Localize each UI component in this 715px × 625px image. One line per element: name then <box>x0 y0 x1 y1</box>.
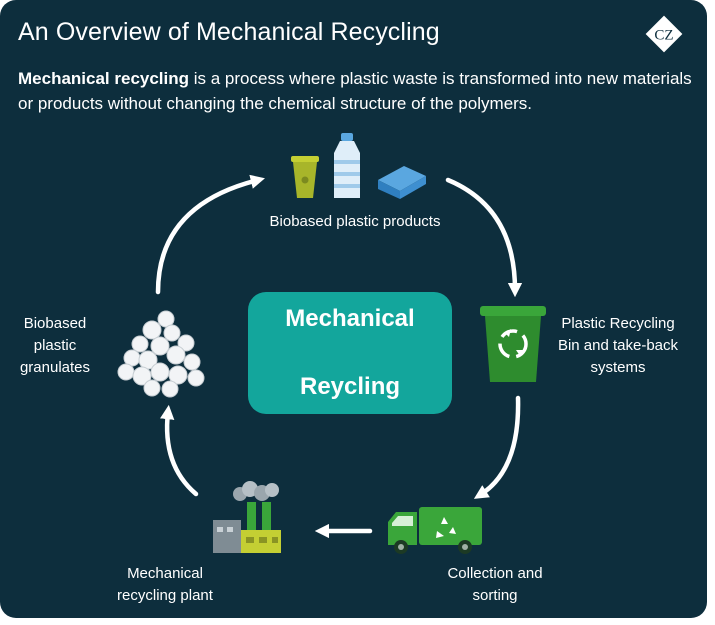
svg-text:CZ: CZ <box>654 28 673 44</box>
cup-icon <box>291 156 319 198</box>
factory-icon <box>213 481 281 553</box>
label-recycling-plant: Mechanical recycling plant <box>117 565 213 604</box>
page-title: An Overview of Mechanical Recycling <box>18 18 440 46</box>
label-plastic-granulates: Biobased plastic granulates <box>19 315 91 376</box>
container-icon <box>378 166 426 199</box>
cz-logo-icon: CZ <box>645 15 683 53</box>
label-biobased-plastic-products: Biobased plastic products <box>269 213 441 230</box>
cycle-arrow-icon <box>155 174 523 539</box>
granules-icon <box>117 310 205 398</box>
infographic-card: An Overview of Mechanical Recycling CZ M… <box>0 0 707 618</box>
truck-icon <box>388 507 482 554</box>
intro-bold: Mechanical recycling <box>18 69 190 88</box>
label-collection-sorting: Collection and sorting <box>447 565 543 604</box>
recycling-bin-icon <box>480 306 546 382</box>
arrow-bin-to-collection <box>473 395 521 499</box>
arrow-granules-to-products <box>155 174 265 295</box>
bottle-icon <box>334 133 360 198</box>
center-line-2: Reycling <box>299 373 401 400</box>
label-recycling-bin: Plastic Recycling Bin and take-back syst… <box>557 315 679 376</box>
intro-rest: is a process where plastic waste is tran… <box>18 69 692 113</box>
arrow-products-to-bin <box>445 177 523 298</box>
intro-text: Mechanical recycling is a process where … <box>18 66 698 116</box>
cycle-diagram <box>117 133 546 554</box>
arrow-plant-to-granules <box>160 404 199 497</box>
center-line-1: Mechanical <box>285 305 415 332</box>
